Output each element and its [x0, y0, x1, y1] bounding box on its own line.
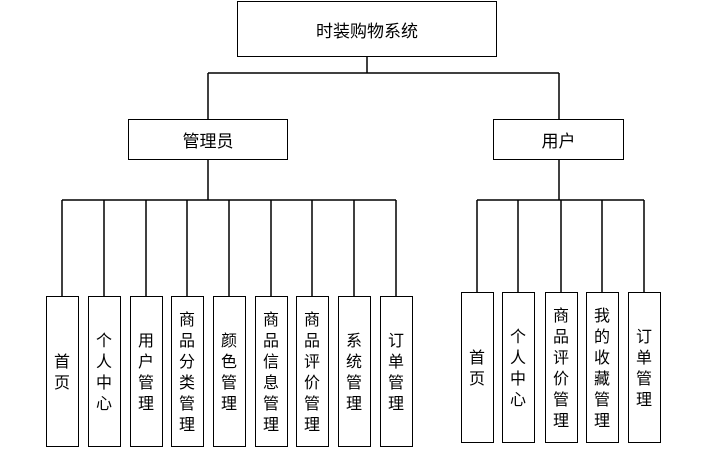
admin-child-item-char: 品 [303, 330, 320, 350]
admin-child-item-char: 心 [95, 393, 112, 413]
admin-child-item-char: 分 [178, 351, 195, 371]
admin-child-item-char: 色 [220, 351, 237, 371]
root-node: 时装购物系统 [237, 1, 497, 57]
admin-child-item-char: 评 [303, 351, 320, 371]
admin-child-item-char: 管 [345, 372, 362, 392]
user-child-item-char: 心 [509, 389, 526, 409]
admin-child-item-char: 商 [178, 309, 195, 329]
user-child-item: 订单管理 [627, 292, 661, 443]
admin-child-item: 用户管理 [129, 296, 163, 447]
admin-child-item-char: 理 [178, 414, 195, 434]
user-child-item-char: 价 [552, 368, 569, 388]
user-child-item-char: 首 [468, 347, 485, 367]
admin-child-item: 颜色管理 [212, 296, 246, 447]
admin-child-item: 系统管理 [337, 296, 371, 447]
user-child-item-char: 理 [593, 410, 610, 430]
admin-child-item-char: 管 [262, 393, 279, 413]
user-child-item-char: 页 [468, 368, 485, 388]
admin-child-item-char: 管 [178, 393, 195, 413]
admin-child-item-char: 管 [303, 393, 320, 413]
user-child-item-char: 单 [635, 347, 652, 367]
user-child-item-char: 订 [635, 326, 652, 346]
admin-child-item-char: 单 [387, 351, 404, 371]
admin-node: 管理员 [128, 119, 288, 160]
user-node: 用户 [493, 119, 624, 160]
user-child-item-char: 理 [635, 389, 652, 409]
admin-child-item-char: 颜 [220, 330, 237, 350]
admin-child-item-char: 用 [137, 330, 154, 350]
admin-child-item-char: 中 [95, 372, 112, 392]
admin-child-item-char: 理 [387, 393, 404, 413]
admin-child-item-char: 理 [345, 393, 362, 413]
admin-child-item-char: 理 [220, 393, 237, 413]
admin-child-item-char: 品 [178, 330, 195, 350]
admin-child-item-char: 首 [53, 351, 70, 371]
user-node-label: 用户 [541, 132, 576, 152]
admin-child-item-char: 理 [137, 393, 154, 413]
user-child-item-char: 藏 [593, 368, 610, 388]
user-child-item-char: 品 [552, 326, 569, 346]
user-child-item-char: 个 [509, 326, 526, 346]
user-child-item-char: 管 [552, 389, 569, 409]
admin-child-item: 订单管理 [379, 296, 413, 447]
user-child-item: 首页 [460, 292, 494, 443]
user-child-item-char: 评 [552, 347, 569, 367]
user-child-item-char: 商 [552, 305, 569, 325]
admin-child-item-char: 订 [387, 330, 404, 350]
admin-child-item-char: 价 [303, 372, 320, 392]
admin-child-item-char: 商 [303, 309, 320, 329]
user-child-item-char: 管 [635, 368, 652, 388]
root-node-label: 时装购物系统 [316, 21, 418, 42]
admin-child-item-char: 统 [345, 351, 362, 371]
admin-child-item-char: 类 [178, 372, 195, 392]
admin-child-item-char: 管 [387, 372, 404, 392]
admin-child-item-char: 理 [303, 414, 320, 434]
admin-child-item: 首页 [45, 296, 79, 447]
admin-child-item-char: 个 [95, 330, 112, 350]
admin-child-item-char: 系 [345, 330, 362, 350]
user-child-item: 商品评价管理 [544, 292, 578, 443]
admin-child-item-char: 息 [262, 372, 279, 392]
admin-child-item: 商品评价管理 [295, 296, 329, 447]
admin-child-item-char: 管 [220, 372, 237, 392]
user-child-item-char: 收 [593, 347, 610, 367]
user-child-item-char: 理 [552, 410, 569, 430]
user-child-item: 个人中心 [501, 292, 535, 443]
admin-child-item-char: 户 [137, 351, 154, 371]
admin-node-label: 管理员 [182, 132, 234, 152]
admin-child-item: 商品信息管理 [254, 296, 288, 447]
admin-child-item-char: 理 [262, 414, 279, 434]
user-child-item-char: 我 [593, 305, 610, 325]
user-child-item-char: 人 [509, 347, 526, 367]
admin-child-item-char: 信 [262, 351, 279, 371]
user-child-item-char: 管 [593, 389, 610, 409]
user-child-item: 我的收藏管理 [585, 292, 619, 443]
admin-child-item-char: 管 [137, 372, 154, 392]
admin-child-item: 商品分类管理 [170, 296, 204, 447]
user-child-item-char: 中 [509, 368, 526, 388]
user-child-item-char: 的 [593, 326, 610, 346]
admin-child-item-char: 人 [95, 351, 112, 371]
admin-child-item-char: 商 [262, 309, 279, 329]
admin-child-item: 个人中心 [87, 296, 121, 447]
admin-child-item-char: 页 [53, 372, 70, 392]
admin-child-item-char: 品 [262, 330, 279, 350]
